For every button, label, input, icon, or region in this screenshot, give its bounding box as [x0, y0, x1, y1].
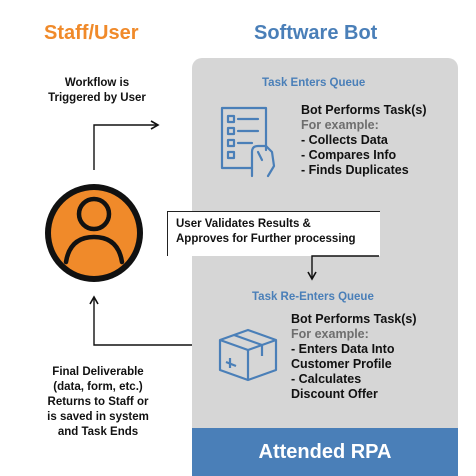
task-block-2: Bot Performs Task(s) For example: - Ente…: [291, 312, 417, 402]
staff-user-title: Staff/User: [44, 22, 139, 44]
final-line: and Task Ends: [57, 426, 139, 438]
validation-callout: [167, 211, 380, 256]
package-box-icon: [218, 328, 278, 382]
trigger-line: Triggered by User: [48, 92, 146, 104]
task-block-1: Bot Performs Task(s) For example: - Coll…: [301, 103, 427, 178]
checklist-hand-icon: [220, 106, 276, 178]
task2-example-label: For example:: [291, 327, 369, 341]
validation-line: User Validates Results &: [176, 218, 311, 230]
validation-line: Approves for Further processing: [176, 233, 356, 245]
task1-example-label: For example:: [301, 118, 379, 132]
software-bot-panel: [192, 58, 458, 476]
task2-item: Customer Profile: [291, 357, 392, 371]
final-line: is saved in system: [47, 411, 149, 423]
task1-item: - Collects Data: [301, 133, 388, 147]
task2-item: - Enters Data Into: [291, 342, 395, 356]
return-arrow: [89, 295, 192, 346]
user-avatar-icon: [45, 184, 143, 282]
queue-enter-label: Task Enters Queue: [262, 77, 366, 89]
final-deliverable-text: Final Deliverable (data, form, etc.) Ret…: [26, 365, 170, 440]
task2-title: Bot Performs Task(s): [291, 312, 417, 326]
attended-rpa-footer: Attended RPA: [192, 428, 458, 476]
task2-item: - Calculates: [291, 372, 362, 386]
task1-item: - Finds Duplicates: [301, 163, 409, 177]
task1-title: Bot Performs Task(s): [301, 103, 427, 117]
trigger-line: Workflow is: [64, 77, 130, 89]
final-line: (data, form, etc.): [53, 381, 143, 393]
task1-item: - Compares Info: [301, 148, 397, 162]
reenter-arrow: [307, 255, 379, 281]
software-bot-title: Software Bot: [254, 22, 378, 44]
task2-item: Discount Offer: [291, 387, 378, 401]
workflow-trigger-text: Workflow is Triggered by User: [30, 76, 164, 106]
final-line: Returns to Staff or: [47, 396, 149, 408]
validation-text: User Validates Results & Approves for Fu…: [176, 217, 356, 247]
trigger-arrow: [93, 120, 160, 170]
queue-reenter-label: Task Re-Enters Queue: [252, 291, 374, 303]
final-line: Final Deliverable: [52, 366, 144, 378]
